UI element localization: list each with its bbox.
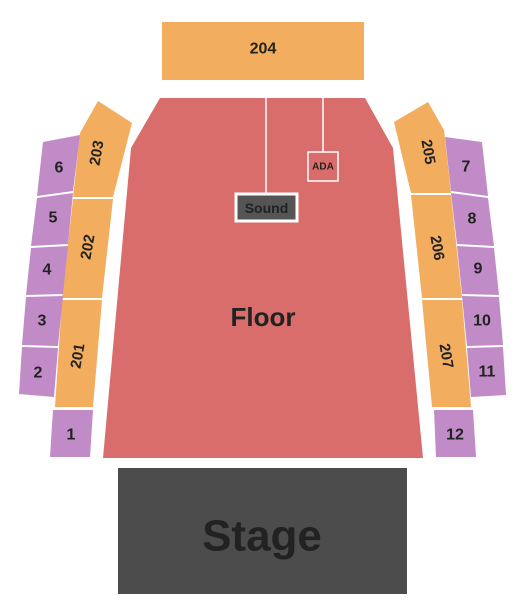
section-204-shape[interactable] (162, 22, 364, 80)
section-7-label: 7 (462, 159, 471, 176)
section-5-shape[interactable] (31, 193, 73, 246)
section-206-shape[interactable] (411, 195, 462, 298)
section-5[interactable]: 5 (31, 193, 73, 246)
section-12-label: 12 (446, 427, 464, 444)
section-207[interactable]: 207 (422, 300, 471, 407)
section-7[interactable]: 7 (445, 137, 488, 196)
section-8-label: 8 (468, 211, 477, 228)
section-205[interactable]: 205 (394, 102, 451, 193)
section-3[interactable]: 3 (22, 296, 63, 346)
section-11-shape[interactable] (467, 347, 506, 397)
section-205-shape[interactable] (394, 102, 451, 193)
section-9-label: 9 (474, 261, 483, 278)
section-202-shape[interactable] (62, 199, 113, 298)
section-3-shape[interactable] (22, 296, 63, 346)
section-10-label: 10 (473, 313, 491, 330)
section-201-label: 201 (67, 342, 88, 370)
ada-marker[interactable]: ADA (307, 98, 339, 182)
stage-label: Stage (202, 512, 322, 561)
section-4[interactable]: 4 (26, 246, 68, 295)
section-12[interactable]: 12 (434, 410, 476, 457)
section-205-label: 205 (417, 138, 438, 166)
section-2-shape[interactable] (19, 347, 58, 397)
section-6-shape[interactable] (37, 135, 80, 196)
sound-box[interactable] (234, 192, 299, 223)
section-1-shape[interactable] (50, 410, 93, 457)
section-7-shape[interactable] (445, 137, 488, 196)
section-4-label: 4 (43, 262, 52, 279)
stage: Stage (118, 468, 407, 594)
ada-box[interactable] (307, 151, 339, 182)
section-10[interactable]: 10 (462, 296, 503, 346)
section-2[interactable]: 2 (19, 347, 58, 397)
section-206-label: 206 (426, 234, 447, 262)
section-204-label: 204 (250, 41, 277, 58)
section-207-shape[interactable] (422, 300, 471, 407)
section-2-label: 2 (34, 365, 43, 382)
section-12-shape[interactable] (434, 410, 476, 457)
section-3-label: 3 (38, 313, 47, 330)
section-6-label: 6 (55, 160, 64, 177)
section-9-shape[interactable] (457, 246, 499, 295)
ada-label: ADA (312, 162, 334, 173)
section-9[interactable]: 9 (457, 246, 499, 295)
section-203-shape[interactable] (73, 101, 132, 197)
sound-label: Sound (245, 200, 289, 216)
section-207-label: 207 (435, 342, 456, 370)
section-202[interactable]: 202 (62, 199, 113, 298)
section-202-label: 202 (77, 233, 98, 261)
floor-shape[interactable] (103, 98, 423, 458)
section-10-shape[interactable] (462, 296, 503, 346)
sound-booth-marker[interactable]: Sound (234, 98, 299, 223)
section-8[interactable]: 8 (451, 193, 494, 246)
section-206[interactable]: 206 (411, 195, 462, 298)
section-204[interactable]: 204 (162, 22, 364, 80)
section-203[interactable]: 203 (73, 101, 132, 197)
floor-section[interactable]: Floor (103, 98, 423, 458)
section-4-shape[interactable] (26, 246, 68, 295)
floor-label: Floor (231, 302, 296, 332)
section-5-label: 5 (49, 210, 58, 227)
section-203-label: 203 (86, 139, 107, 167)
section-11-label: 11 (479, 364, 496, 381)
section-8-shape[interactable] (451, 193, 494, 246)
section-201-shape[interactable] (55, 300, 102, 407)
section-201[interactable]: 201 (55, 300, 102, 407)
section-6[interactable]: 6 (37, 135, 80, 196)
section-1[interactable]: 1 (50, 410, 93, 457)
stage-shape (118, 468, 407, 594)
section-11[interactable]: 11 (467, 347, 506, 397)
section-1-label: 1 (67, 427, 76, 444)
